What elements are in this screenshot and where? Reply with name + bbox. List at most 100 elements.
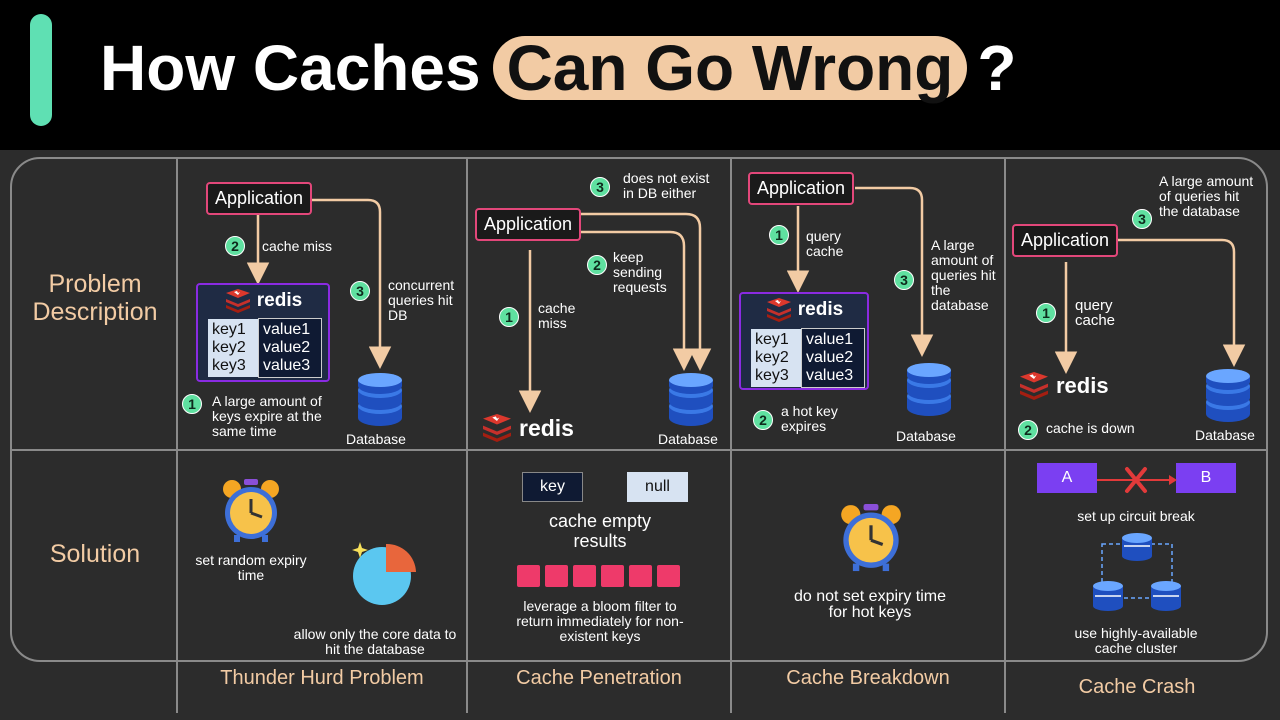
thunder-step2-text: cache miss: [262, 238, 333, 254]
redis-logo-icon: [225, 289, 250, 313]
step-badge-2: 2: [1018, 420, 1038, 440]
redis-text: redis: [1056, 373, 1109, 398]
redis-logo-icon: [766, 298, 791, 322]
bloom-filter-cell: [545, 565, 568, 587]
redis-text: redis: [256, 290, 303, 311]
keys-column: key1 key2 key3: [751, 329, 801, 387]
key-box: key: [522, 472, 583, 502]
keys-column: key1 key2 key3: [208, 319, 258, 377]
footer-cache-crash: Cache Crash: [1078, 676, 1196, 698]
database-icon: [1122, 533, 1152, 561]
penetration-step1-text: cache miss: [538, 300, 576, 331]
value-cell: value1: [806, 331, 854, 348]
value-cell: value2: [806, 349, 854, 366]
grid-frame: [10, 157, 1268, 662]
redis-logo: redis: [480, 414, 574, 442]
title-suffix: ?: [977, 32, 1017, 104]
redis-text: redis: [797, 299, 844, 320]
alarm-clock-icon: [841, 504, 901, 572]
grid-divider: [1004, 158, 1006, 713]
step-badge-3: 3: [350, 281, 370, 301]
redis-logo-icon: [1020, 372, 1048, 400]
circuit-box-b: B: [1176, 463, 1236, 493]
value-cell: value2: [263, 339, 311, 356]
thunder-step3-text: concurrent queries hit DB: [388, 277, 455, 323]
redis-logo-icon: [483, 414, 511, 442]
redis-cache-table: redis key1 key2 key3 value1 value2 value…: [196, 283, 330, 382]
step-badge-1: 1: [1036, 303, 1056, 323]
database-label: Database: [658, 431, 718, 447]
redis-header: redis: [198, 289, 328, 313]
database-icon: [358, 373, 402, 426]
breakdown-step2-text: a hot key expires: [781, 403, 838, 434]
database-label: Database: [346, 431, 406, 447]
redis-header: redis: [741, 298, 867, 322]
database-label: Database: [1195, 427, 1255, 443]
grid-divider: [730, 158, 732, 713]
step-badge-3: 3: [1132, 209, 1152, 229]
footer-cache-breakdown: Cache Breakdown: [786, 667, 950, 689]
grid-divider: [466, 158, 468, 713]
value-cell: value3: [806, 367, 854, 384]
row-label-problem: Problem Description: [32, 270, 158, 326]
key-cell: key1: [755, 331, 789, 348]
database-icon: [907, 363, 951, 416]
footer-cache-penetration: Cache Penetration: [516, 667, 682, 689]
values-column: value1 value2 value3: [258, 318, 322, 378]
redis-cache-table: redis key1 key2 key3 value1 value2 value…: [739, 292, 869, 390]
thunder-solution1-text: set random expiry time: [195, 552, 307, 583]
key-cell: key3: [755, 367, 789, 384]
page-title: How Caches Can Go Wrong ?: [100, 18, 1016, 118]
grid-divider: [176, 158, 178, 713]
sparkle-icon: [352, 542, 368, 558]
thunder-step1-text: A large amount of keys expire at the sam…: [212, 393, 322, 439]
accent-bar: [30, 14, 52, 126]
database-label: Database: [896, 428, 956, 444]
application-box: Application: [1012, 224, 1119, 257]
step-badge-1: 1: [769, 225, 789, 245]
step-badge-1: 1: [499, 307, 519, 327]
application-box: Application: [206, 182, 313, 215]
penetration-step3-text: does not exist in DB either: [623, 170, 710, 201]
database-icon: [669, 373, 713, 426]
key-cell: key3: [212, 357, 246, 374]
breakdown-solution-text: do not set expiry time for hot keys: [793, 588, 947, 621]
step-badge-3: 3: [894, 270, 914, 290]
grid-divider: [11, 449, 1267, 451]
crash-solution2-text: use highly-available cache cluster: [1074, 625, 1198, 656]
penetration-step2-text: keep sending requests: [613, 249, 667, 295]
null-box: null: [627, 472, 688, 502]
step-badge-2: 2: [225, 236, 245, 256]
breakdown-step1-text: query cache: [806, 228, 844, 259]
database-icon: [1093, 581, 1123, 611]
bloom-filter-cell: [517, 565, 540, 587]
penetration-solution1-text: cache empty results: [548, 511, 652, 551]
redis-logo: redis: [1017, 372, 1109, 400]
key-cell: key1: [212, 321, 246, 338]
values-column: value1 value2 value3: [801, 328, 865, 388]
row-label-solution: Solution: [49, 540, 141, 568]
key-cell: key2: [212, 339, 246, 356]
bloom-filter-cell: [601, 565, 624, 587]
bloom-filter-cell: [573, 565, 596, 587]
breakdown-step3-text: A large amount of queries hit the databa…: [931, 237, 996, 313]
cross-icon: [1125, 467, 1147, 493]
crash-step2-text: cache is down: [1046, 420, 1135, 436]
database-icon: [1151, 581, 1181, 611]
database-icon: [1206, 369, 1250, 422]
bloom-filter-cell: [629, 565, 652, 587]
step-badge-2: 2: [753, 410, 773, 430]
crash-step3-text: A large amount of queries hit the databa…: [1159, 173, 1254, 219]
key-cell: key2: [755, 349, 789, 366]
cluster-icon: [1093, 533, 1181, 611]
value-cell: value1: [263, 321, 311, 338]
thunder-solution2-text: allow only the core data to hit the data…: [293, 626, 457, 657]
pie-chart-icon: [352, 542, 416, 605]
penetration-solution2-text: leverage a bloom filter to return immedi…: [516, 598, 684, 644]
application-box: Application: [475, 208, 582, 241]
step-badge-3: 3: [590, 177, 610, 197]
title-highlight: Can Go Wrong: [492, 32, 968, 104]
circuit-box-a: A: [1037, 463, 1097, 493]
footer-thunder-hurd: Thunder Hurd Problem: [220, 667, 424, 689]
alarm-clock-icon: [223, 479, 279, 542]
